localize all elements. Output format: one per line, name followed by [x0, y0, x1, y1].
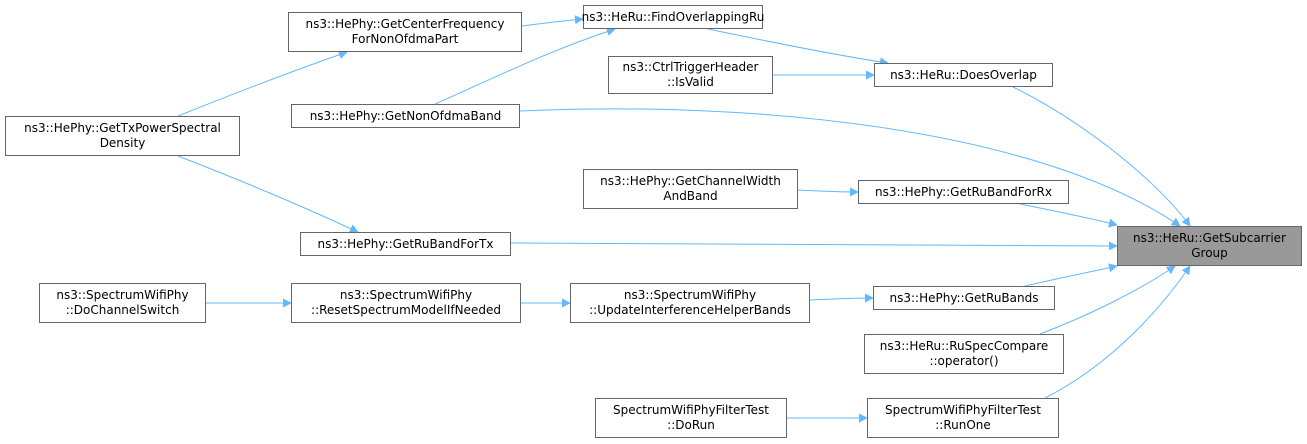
- node-label-line: ::ResetSpectrumModelIfNeeded: [311, 303, 501, 317]
- node-label-line: ::operator(): [929, 354, 999, 368]
- node-label-line: ns3::HePhy::GetChannelWidth: [600, 174, 781, 188]
- node-get-center-frequency[interactable]: ns3::HePhy::GetCenterFrequency ForNonOfd…: [288, 12, 522, 52]
- edge-get-non-ofdma-band-to-get-subcarrier-group: [519, 108, 1181, 227]
- node-label-line: ns3::HePhy::GetCenterFrequency: [305, 17, 505, 31]
- node-label-line: Density: [99, 136, 146, 150]
- node-label-line: ::RunOne: [935, 418, 991, 432]
- edge-find-overlapping-ru-to-does-overlap: [707, 28, 889, 67]
- node-label-line: SpectrumWifiPhyFilterTest: [613, 403, 769, 417]
- node-label-line: ns3::HePhy::GetRuBands: [889, 290, 1039, 305]
- node-get-ru-band-for-tx[interactable]: ns3::HePhy::GetRuBandForTx: [300, 232, 511, 256]
- node-do-channel-switch[interactable]: ns3::SpectrumWifiPhy ::DoChannelSwitch: [39, 283, 206, 323]
- node-label-line: ForNonOfdmaPart: [351, 32, 459, 46]
- node-get-subcarrier-group: ns3::HeRu::GetSubcarrier Group: [1117, 226, 1302, 266]
- edge-get-center-freq-to-find-overlapping-ru: [521, 15, 584, 27]
- node-label-line: ns3::HeRu::RuSpecCompare: [879, 339, 1049, 353]
- edge-run-one-to-get-subcarrier-group: [1044, 265, 1191, 399]
- edge-get-non-ofdma-band-to-find-overlapping-ru: [434, 27, 616, 105]
- node-label-line: Group: [1191, 246, 1228, 260]
- node-label-line: ns3::SpectrumWifiPhy: [339, 288, 473, 302]
- node-label-line: SpectrumWifiPhyFilterTest: [885, 403, 1041, 417]
- node-get-ru-band-for-rx[interactable]: ns3::HePhy::GetRuBandForRx: [858, 180, 1069, 204]
- edge-get-channel-width-and-band-to-get-ru-band-for-rx: [797, 187, 859, 197]
- node-does-overlap[interactable]: ns3::HeRu::DoesOverlap: [874, 63, 1053, 87]
- node-label-line: ::IsValid: [667, 75, 714, 89]
- edge-ru-spec-compare-to-get-subcarrier-group: [1039, 265, 1176, 335]
- node-label-line: ns3::HeRu::FindOverlappingRu: [581, 9, 765, 24]
- node-label-line: ns3::CtrlTriggerHeader: [622, 60, 759, 74]
- edge-get-tx-psd-to-get-ru-band-for-tx: [177, 155, 359, 233]
- node-label-line: ::DoChannelSwitch: [65, 303, 180, 317]
- node-find-overlapping-ru[interactable]: ns3::HeRu::FindOverlappingRu: [581, 5, 765, 29]
- edge-layer: [177, 15, 1191, 423]
- edge-get-ru-band-for-tx-to-get-subcarrier-group: [510, 241, 1118, 251]
- node-filter-test-run-one[interactable]: SpectrumWifiPhyFilterTest ::RunOne: [867, 398, 1059, 438]
- node-label-line: AndBand: [663, 189, 718, 203]
- node-reset-spectrum-model-if-needed[interactable]: ns3::SpectrumWifiPhy ::ResetSpectrumMode…: [291, 283, 521, 323]
- node-get-non-ofdma-band[interactable]: ns3::HePhy::GetNonOfdmaBand: [291, 104, 520, 128]
- edge-does-overlap-to-get-subcarrier-group: [1012, 86, 1191, 227]
- node-label-line: ::UpdateInterferenceHelperBands: [589, 303, 791, 317]
- node-label-line: ns3::HeRu::GetSubcarrier: [1133, 231, 1286, 245]
- node-label-line: ns3::HePhy::GetTxPowerSpectral: [24, 121, 221, 135]
- node-label-line: ns3::HeRu::DoesOverlap: [890, 67, 1037, 82]
- node-filter-test-do-run[interactable]: SpectrumWifiPhyFilterTest ::DoRun: [595, 398, 787, 438]
- node-ru-spec-compare-operator[interactable]: ns3::HeRu::RuSpecCompare ::operator(): [864, 334, 1064, 374]
- node-label-line: ns3::SpectrumWifiPhy: [623, 288, 757, 302]
- node-get-ru-bands[interactable]: ns3::HePhy::GetRuBands: [873, 286, 1055, 310]
- node-update-interference-helper-bands[interactable]: ns3::SpectrumWifiPhy ::UpdateInterferenc…: [570, 283, 810, 323]
- node-label-line: ns3::HePhy::GetRuBandForTx: [317, 236, 494, 251]
- edge-get-tx-psd-to-get-center-freq: [177, 50, 348, 117]
- node-get-channel-width-and-band[interactable]: ns3::HePhy::GetChannelWidth AndBand: [583, 169, 798, 209]
- edge-get-ru-band-for-rx-to-get-subcarrier-group: [1019, 203, 1118, 228]
- node-label-line: ::DoRun: [667, 418, 715, 432]
- node-label-line: ns3::HePhy::GetRuBandForRx: [875, 184, 1052, 199]
- node-label-line: ns3::SpectrumWifiPhy: [56, 288, 189, 302]
- edge-get-ru-bands-to-get-subcarrier-group: [1024, 263, 1118, 287]
- node-ctrl-trigger-is-valid[interactable]: ns3::CtrlTriggerHeader ::IsValid: [608, 56, 773, 94]
- node-label-line: ns3::HePhy::GetNonOfdmaBand: [309, 108, 502, 123]
- edge-update-interference-to-get-ru-bands: [809, 293, 874, 303]
- node-get-tx-power-spectral-density[interactable]: ns3::HePhy::GetTxPowerSpectral Density: [5, 116, 240, 156]
